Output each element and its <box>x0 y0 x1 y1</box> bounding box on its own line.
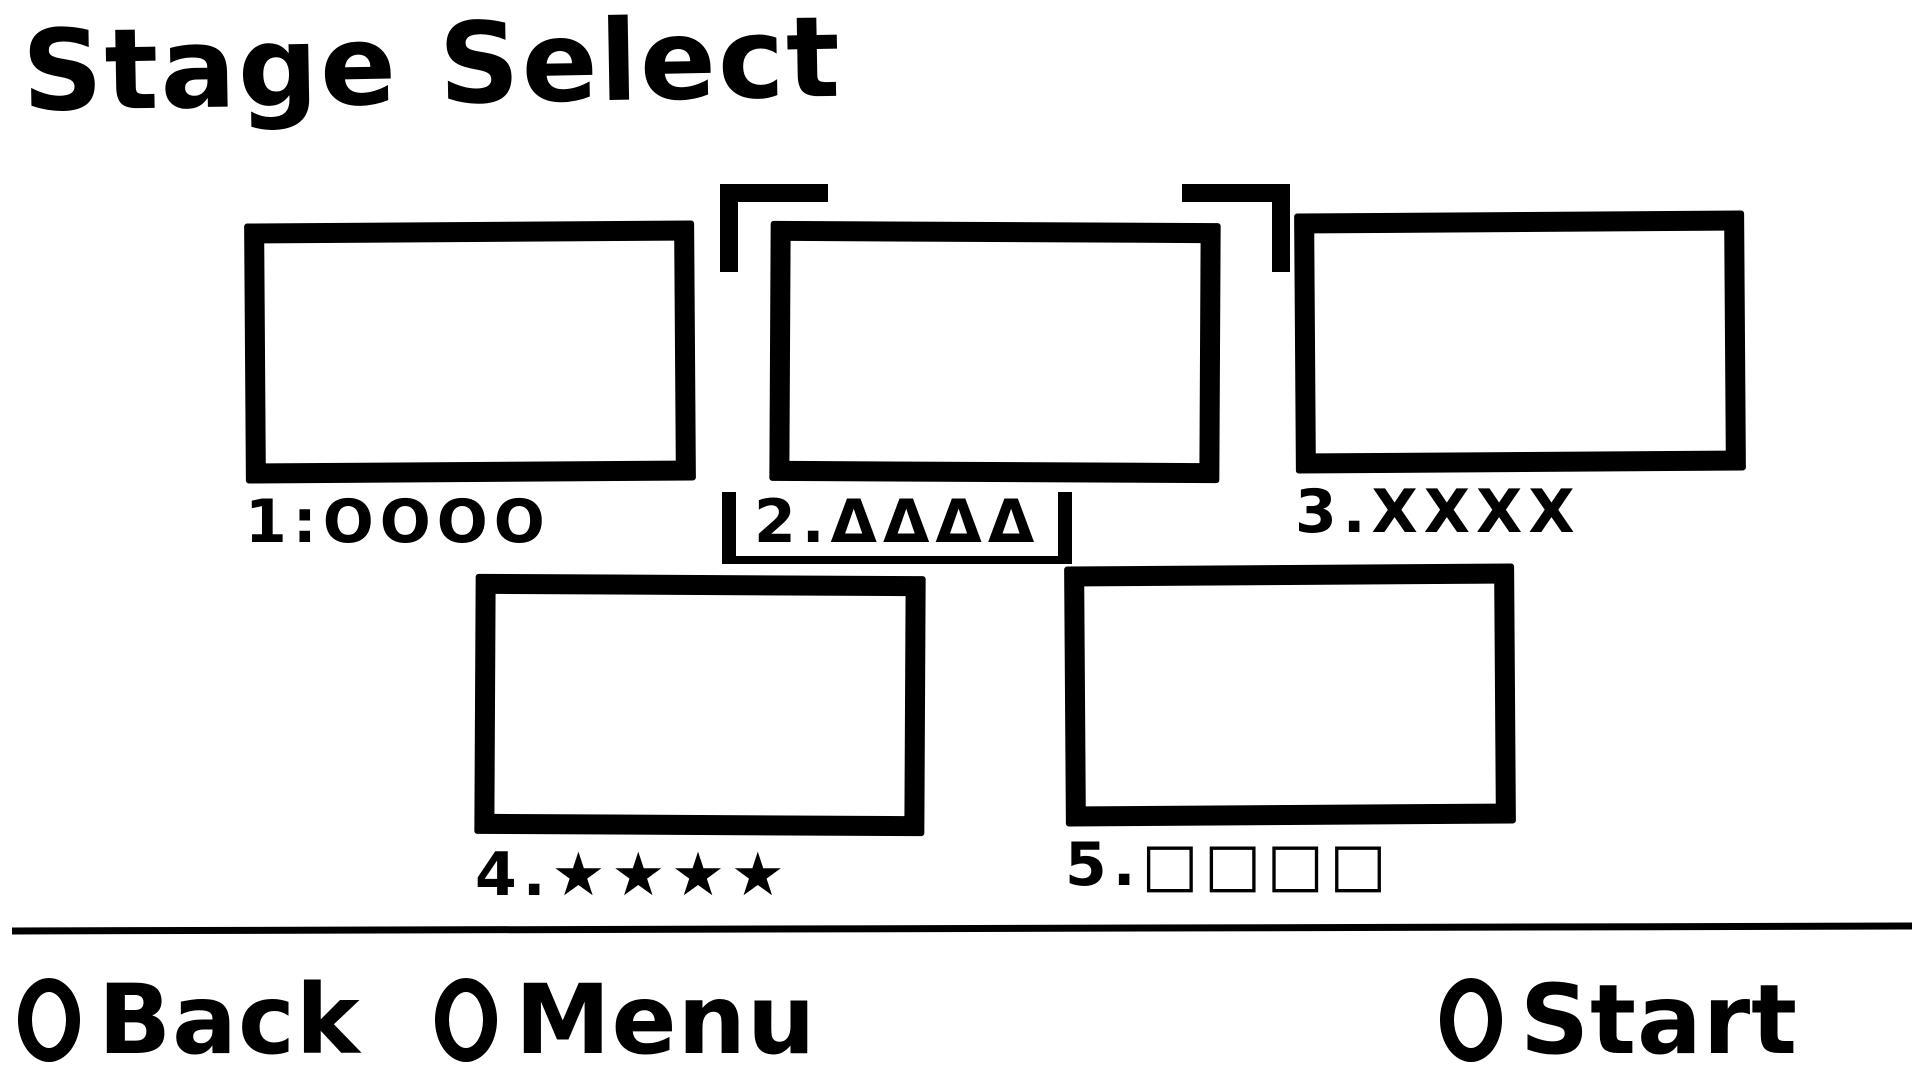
stage-card-3[interactable]: 3.XXXX <box>1294 210 1765 547</box>
page-title: Stage Select <box>20 0 843 138</box>
stage-thumbnail <box>1294 210 1746 474</box>
menu-label: Menu <box>515 964 817 1076</box>
stage-label: 2.ΔΔΔΔ <box>722 492 1073 564</box>
stage-card-4[interactable]: 4.★★★★ <box>474 573 945 910</box>
stage-card-2[interactable]: 2.ΔΔΔΔ <box>720 184 1290 564</box>
start-label: Start <box>1520 964 1799 1076</box>
start-button[interactable]: Start <box>1440 972 1798 1068</box>
stage-label: 5.□□□□ <box>1065 830 1393 900</box>
stage-thumbnail <box>1064 563 1516 827</box>
circle-icon <box>18 978 80 1062</box>
stage-card-1[interactable]: 1:OOOO <box>244 220 715 557</box>
stage-card-5[interactable]: 5.□□□□ <box>1064 563 1535 900</box>
stage-label: 3.XXXX <box>1295 477 1581 547</box>
menu-button[interactable]: Menu <box>435 972 816 1068</box>
stage-label: 1:OOOO <box>245 487 551 557</box>
back-label: Back <box>98 964 361 1076</box>
stage-thumbnail <box>244 220 696 484</box>
stage-label: 4.★★★★ <box>475 840 791 910</box>
stage-thumbnail <box>769 220 1221 484</box>
circle-icon <box>1440 978 1502 1062</box>
back-button[interactable]: Back <box>18 972 361 1068</box>
stage-thumbnail <box>474 573 926 837</box>
footer-divider <box>11 922 1913 935</box>
circle-icon <box>435 978 497 1062</box>
